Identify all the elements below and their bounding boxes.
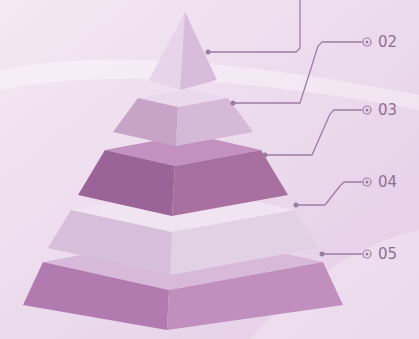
layer-face xyxy=(172,150,288,216)
layer-face xyxy=(170,210,318,275)
layer-face xyxy=(113,98,178,146)
callout-number: 03 xyxy=(378,101,397,119)
target-icons xyxy=(363,38,371,258)
callout-number: 04 xyxy=(378,173,397,191)
layer-face xyxy=(167,262,343,330)
layer-face xyxy=(48,210,172,275)
callout-number: 05 xyxy=(378,245,397,263)
layer-face xyxy=(176,98,253,146)
leader-dots xyxy=(206,50,325,257)
layer-face xyxy=(180,12,217,90)
layer-face xyxy=(78,150,175,216)
layer-face xyxy=(23,262,169,330)
callout-number: 02 xyxy=(378,33,397,51)
layer-face xyxy=(149,12,185,90)
target-dots xyxy=(366,41,369,256)
leader-lines xyxy=(208,0,362,254)
